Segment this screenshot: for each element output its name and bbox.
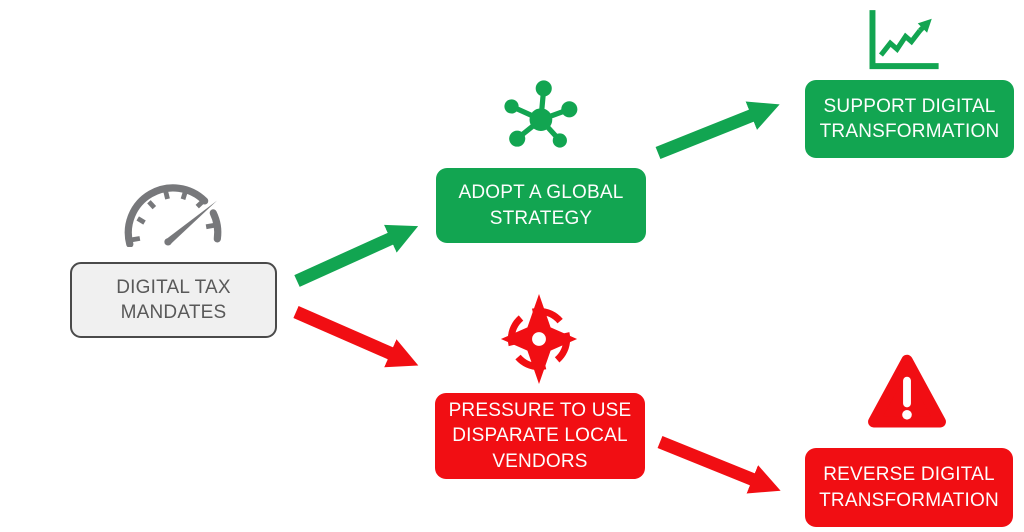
node-label: PRESSURE TO USE DISPARATE LOCAL VENDORS (448, 400, 632, 472)
arrow-source-to-pressure (293, 306, 419, 368)
node-label: REVERSE DIGITAL TRANSFORMATION (819, 464, 999, 511)
arrow-pressure-to-reverse (657, 435, 781, 494)
node-label: ADOPT A GLOBAL STRATEGY (458, 182, 624, 229)
node-label: SUPPORT DIGITAL TRANSFORMATION (819, 95, 1000, 142)
node-digital-tax-mandates: DIGITAL TAX MANDATES (70, 262, 277, 338)
node-label: DIGITAL TAX MANDATES (116, 276, 231, 323)
network-hub-icon (499, 78, 579, 150)
growth-chart-icon (864, 6, 942, 72)
warning-triangle-icon (862, 350, 952, 434)
arrow-source-to-adopt (294, 224, 419, 287)
arrow-adopt-to-support (655, 101, 780, 160)
node-pressure-to-use-disparate-local-vendors: PRESSURE TO USE DISPARATE LOCAL VENDORS (435, 393, 645, 479)
compass-icon (494, 290, 584, 388)
node-support-digital-transformation: SUPPORT DIGITAL TRANSFORMATION (805, 80, 1014, 158)
node-reverse-digital-transformation: REVERSE DIGITAL TRANSFORMATION (805, 448, 1013, 527)
node-adopt-a-global-strategy: ADOPT A GLOBAL STRATEGY (436, 168, 646, 243)
speedometer-icon (112, 167, 234, 247)
